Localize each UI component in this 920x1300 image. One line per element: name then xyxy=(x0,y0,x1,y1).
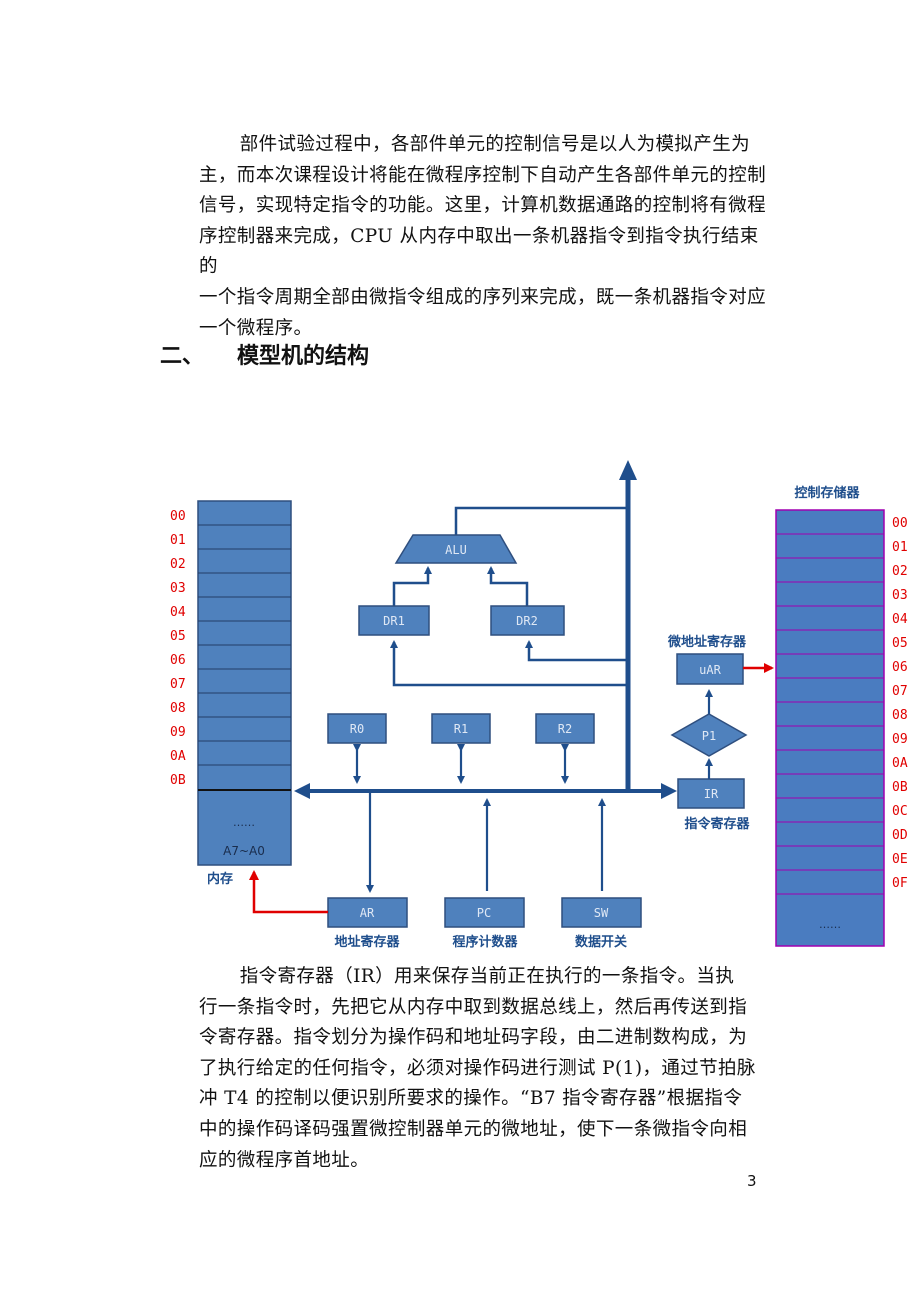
r2-register: R2 xyxy=(535,713,595,744)
r2-label: R2 xyxy=(558,722,572,736)
cs-addr-label: 09 xyxy=(892,732,908,747)
ir-paragraph: 指令寄存器（IR）用来保存当前正在执行的一条指令。当执 行一条指令时，先把它从内… xyxy=(199,962,769,1176)
ir-register: IR xyxy=(677,778,745,809)
uar-name: uAR xyxy=(699,663,721,677)
memory-label: 内存 xyxy=(207,871,233,887)
memory-ellipsis: …… xyxy=(233,816,255,829)
alu-label: ALU xyxy=(445,543,467,557)
text-line: 中的操作码译码强置微控制器单元的微地址，使下一条微指令向相 xyxy=(199,1118,748,1140)
cs-addr-label: 03 xyxy=(892,588,908,603)
cs-addr-label: 01 xyxy=(892,540,908,555)
text-line: 冲 T4 的控制以便识别所要求的操作。“B7 指令寄存器”根据指令 xyxy=(199,1088,743,1110)
bus-arrow-right-icon xyxy=(661,783,677,799)
pc-label: 程序计数器 xyxy=(452,934,518,950)
ar-label: 地址寄存器 xyxy=(334,934,400,950)
mem-addr-label: 04 xyxy=(170,605,186,620)
bus-arrow-up-icon xyxy=(619,460,637,480)
text-line: 信号，实现特定指令的功能。这里，计算机数据通路的控制将有微程 xyxy=(199,195,767,217)
mem-addr-label: 0B xyxy=(170,773,186,788)
bus-arrow-left-icon xyxy=(294,783,310,799)
memory-address-labels: 00 01 02 03 04 05 06 07 08 09 0A 0B xyxy=(170,509,186,788)
control-store-ellipsis: …… xyxy=(819,918,841,931)
text-line: 指令寄存器（IR）用来保存当前正在执行的一条指令。当执 xyxy=(239,966,735,987)
memory-block: …… A7~A0 xyxy=(197,500,292,866)
text-line: 一个指令周期全部由微指令组成的序列来完成，既一条机器指令对应 xyxy=(199,286,767,308)
mem-addr-label: 05 xyxy=(170,629,186,644)
dr2-register: DR2 xyxy=(490,605,565,636)
sw-register: SW xyxy=(561,897,642,928)
pc-name: PC xyxy=(477,906,491,920)
alu-block: ALU xyxy=(394,534,518,564)
text-line: 主，而本次课程设计将能在微程序控制下自动产生各部件单元的控制 xyxy=(199,164,767,186)
bottom-bus-links xyxy=(366,793,606,893)
mem-addr-label: 06 xyxy=(170,653,186,668)
text-line: 令寄存器。指令划分为操作码和地址码字段，由二进制数构成，为 xyxy=(199,1027,748,1049)
ar-name: AR xyxy=(360,906,375,920)
cs-addr-label: 05 xyxy=(892,636,908,651)
cs-addr-label: 08 xyxy=(892,708,908,723)
section-title: 模型机的结构 xyxy=(237,344,370,369)
section-heading: 二、 模型机的结构 xyxy=(160,338,369,370)
r0-label: R0 xyxy=(350,722,364,736)
cs-addr-label: 0C xyxy=(892,804,908,819)
dr2-to-alu-line xyxy=(487,566,529,606)
dr2-label: DR2 xyxy=(516,614,538,628)
uar-label: 微地址寄存器 xyxy=(667,634,747,650)
register-bus-links xyxy=(353,744,569,784)
ar-register: AR xyxy=(327,897,408,928)
sw-label: 数据开关 xyxy=(575,934,627,950)
memory-range-label: A7~A0 xyxy=(223,844,265,858)
control-store-address-labels: 00 01 02 03 04 05 06 07 08 09 0A 0B 0C 0… xyxy=(892,516,908,891)
cs-addr-label: 04 xyxy=(892,612,908,627)
mem-addr-label: 01 xyxy=(170,533,186,548)
alu-output-line xyxy=(454,506,628,535)
cs-addr-label: 0F xyxy=(892,876,908,891)
text-line: 一个微程序。 xyxy=(199,317,313,339)
cs-addr-label: 0E xyxy=(892,852,908,867)
cs-addr-label: 00 xyxy=(892,516,908,531)
ir-label: 指令寄存器 xyxy=(684,816,750,832)
mem-addr-label: 08 xyxy=(170,701,186,716)
cs-addr-label: 0A xyxy=(892,756,908,771)
section-number: 二、 xyxy=(160,344,205,369)
bus-to-dr2-line xyxy=(525,640,628,662)
mem-addr-label: 03 xyxy=(170,581,186,596)
control-store: …… xyxy=(775,509,885,947)
cs-addr-label: 0D xyxy=(892,828,908,843)
ir-name: IR xyxy=(704,787,719,801)
mem-addr-label: 09 xyxy=(170,725,186,740)
page-number: 3 xyxy=(747,1172,757,1190)
text-line: 部件试验过程中，各部件单元的控制信号是以人为模拟产生为 xyxy=(239,134,750,155)
r1-register: R1 xyxy=(431,713,491,744)
text-line: 序控制器来完成，CPU 从内存中取出一条机器指令到指令执行结束的 xyxy=(199,225,759,278)
pc-register: PC xyxy=(444,897,525,928)
cs-addr-label: 02 xyxy=(892,564,908,579)
mem-addr-label: 00 xyxy=(170,509,186,524)
cs-addr-label: 0B xyxy=(892,780,908,795)
bus-to-dr1-line xyxy=(390,640,628,687)
text-line: 了执行给定的任何指令，必须对操作码进行测试 P(1)，通过节拍脉 xyxy=(199,1057,756,1079)
sw-name: SW xyxy=(594,906,609,920)
dr1-label: DR1 xyxy=(383,614,405,628)
p1-test: P1 xyxy=(670,713,748,757)
mem-addr-label: 02 xyxy=(170,557,186,572)
ar-to-memory-arrow xyxy=(249,870,328,914)
uar-register: uAR xyxy=(676,653,744,685)
dr1-to-alu-line xyxy=(392,566,432,606)
intro-paragraph: 部件试验过程中，各部件单元的控制信号是以人为模拟产生为 主，而本次课程设计将能在… xyxy=(199,130,769,344)
r0-register: R0 xyxy=(327,713,387,744)
p1-label: P1 xyxy=(702,729,716,743)
mem-addr-label: 07 xyxy=(170,677,186,692)
text-line: 应的微程序首地址。 xyxy=(199,1149,370,1171)
text-line: 行一条指令时，先把它从内存中取到数据总线上，然后再传送到指 xyxy=(199,996,748,1018)
r1-label: R1 xyxy=(454,722,468,736)
cs-addr-label: 06 xyxy=(892,660,908,675)
control-store-title: 控制存储器 xyxy=(794,485,860,501)
cs-addr-label: 07 xyxy=(892,684,908,699)
dr1-register: DR1 xyxy=(358,605,430,636)
mem-addr-label: 0A xyxy=(170,749,186,764)
